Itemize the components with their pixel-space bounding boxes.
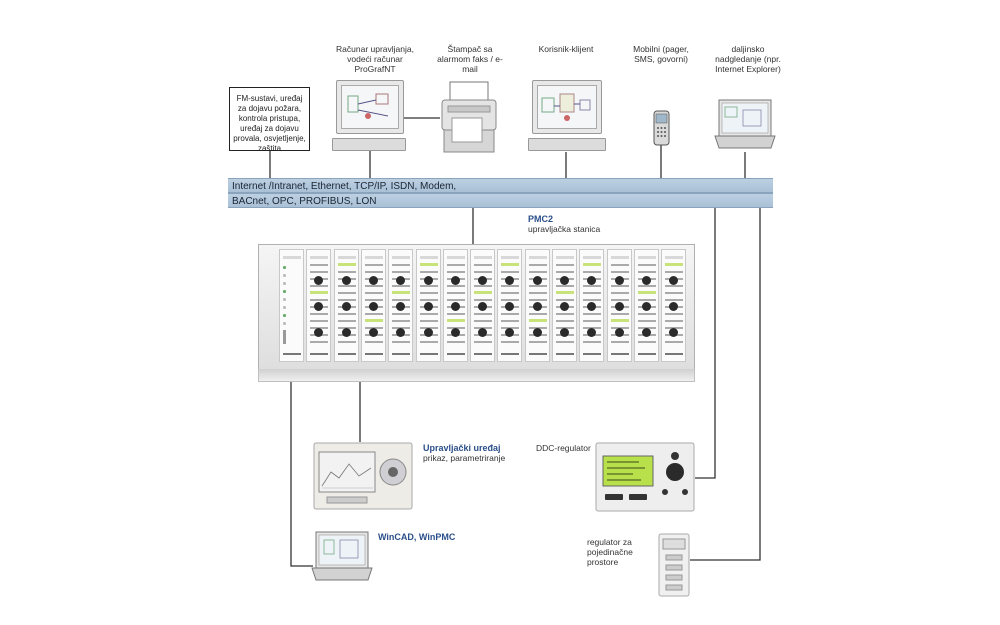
- user-client-screen: [537, 85, 597, 129]
- io-module: [360, 249, 386, 362]
- knob-icon: [341, 276, 351, 285]
- control-computer-keyboard: [332, 138, 406, 151]
- control-unit-panel-icon: [313, 442, 413, 510]
- network-bus-line1: Internet /Intranet, Ethernet, TCP/IP, IS…: [228, 178, 773, 193]
- wincad-laptop-icon: [311, 531, 373, 581]
- knob-icon: [314, 302, 324, 311]
- room-regulator-label: regulator za pojedinačne prostore: [587, 537, 633, 567]
- knob-icon: [560, 302, 569, 311]
- knob-icon: [587, 328, 597, 337]
- io-module: [415, 249, 441, 362]
- knob-icon: [532, 328, 542, 337]
- io-module: [661, 249, 687, 362]
- alarm-printer-label: Štampač sa alarmom faks / e-mail: [437, 44, 503, 74]
- knob-icon: [396, 276, 406, 285]
- knob-icon: [314, 276, 324, 285]
- knob-icon: [368, 328, 378, 337]
- network-bus-line2: BACnet, OPC, PROFIBUS, LON: [228, 193, 773, 208]
- knob-icon: [532, 302, 542, 311]
- knob-icon: [669, 276, 679, 285]
- io-module: [524, 249, 550, 362]
- knob-icon: [478, 276, 488, 285]
- io-module: [606, 249, 632, 362]
- knob-icon: [505, 328, 515, 337]
- user-client-label: Korisnik-klijent: [538, 44, 594, 54]
- remote-monitoring-label: daljinsko nadgledanje (npr. Internet Exp…: [715, 44, 781, 74]
- knob-icon: [614, 302, 624, 311]
- io-module: [497, 249, 523, 362]
- knob-icon: [614, 276, 624, 285]
- process-diagram-icon: [347, 93, 389, 119]
- knob-icon: [341, 328, 351, 337]
- user-client-monitor: [532, 80, 602, 134]
- wincad-caption: WinCAD, WinPMC: [378, 532, 498, 542]
- pmc2-subtitle: upravljačka stanica: [528, 224, 601, 234]
- knob-icon: [368, 302, 378, 311]
- io-module: [388, 249, 414, 362]
- knob-icon: [450, 276, 460, 285]
- control-unit-title: Upravljački uređaj: [423, 443, 501, 453]
- knob-icon: [450, 302, 460, 311]
- knob-icon: [341, 302, 351, 311]
- io-module: [470, 249, 496, 362]
- io-module: [333, 249, 359, 362]
- fm-systems-box: FM-sustavi, uređaj za dojavu požara, kon…: [229, 87, 310, 153]
- cpu-module: [279, 249, 304, 362]
- pmc2-control-station-rack: [258, 244, 695, 371]
- knob-icon: [396, 328, 406, 337]
- knob-icon: [396, 302, 406, 311]
- control-unit-subtitle: prikaz, parametriranje: [423, 453, 506, 463]
- knob-icon: [587, 302, 597, 311]
- printer-icon: [441, 81, 497, 153]
- rack-base: [258, 369, 695, 382]
- laptop-icon: [714, 99, 776, 149]
- bus-label-line1: Internet /Intranet, Ethernet, TCP/IP, IS…: [232, 181, 457, 192]
- knob-icon: [478, 328, 488, 337]
- wincad-title: WinCAD, WinPMC: [378, 532, 456, 542]
- knob-icon: [641, 302, 651, 311]
- pmc2-title: PMC2: [528, 214, 554, 224]
- control-computer-screen: [341, 85, 399, 129]
- knob-icon: [669, 302, 679, 311]
- io-module: [552, 249, 577, 362]
- knob-icon: [669, 328, 679, 337]
- mobile-label: Mobilni (pager, SMS, govorni): [633, 44, 689, 64]
- knob-icon: [532, 276, 542, 285]
- control-unit-caption: Upravljački uređaj prikaz, parametriranj…: [423, 443, 543, 463]
- fm-systems-label: FM-sustavi, uređaj za dojavu požara, kon…: [233, 94, 306, 153]
- knob-icon: [368, 276, 378, 285]
- process-diagram-icon: [541, 93, 591, 121]
- control-computer-monitor: [336, 80, 404, 134]
- knob-icon: [478, 302, 488, 311]
- knob-icon: [641, 276, 651, 285]
- knob-icon: [614, 328, 624, 337]
- ddc-regulator-label: DDC-regulator: [536, 443, 591, 453]
- pmc2-caption: PMC2 upravljačka stanica: [528, 214, 648, 234]
- knob-icon: [423, 302, 433, 311]
- mobile-phone-icon: [653, 110, 670, 146]
- bus-label-line2: BACnet, OPC, PROFIBUS, LON: [232, 196, 377, 207]
- io-module: [442, 249, 468, 362]
- knob-icon: [560, 328, 569, 337]
- knob-icon: [560, 276, 569, 285]
- control-computer-label: Računar upravljanja, vodeći računar ProG…: [336, 44, 414, 74]
- room-regulator-icon: [658, 533, 690, 597]
- knob-icon: [587, 276, 597, 285]
- knob-icon: [423, 328, 433, 337]
- knob-icon: [423, 276, 433, 285]
- knob-icon: [505, 276, 515, 285]
- ddc-regulator-icon: [595, 442, 695, 512]
- io-module: [633, 249, 659, 362]
- knob-icon: [505, 302, 515, 311]
- knob-icon: [641, 328, 651, 337]
- io-module: [579, 249, 605, 362]
- user-client-keyboard: [528, 138, 606, 151]
- knob-icon: [450, 328, 460, 337]
- io-module: [306, 249, 332, 362]
- knob-icon: [314, 328, 324, 337]
